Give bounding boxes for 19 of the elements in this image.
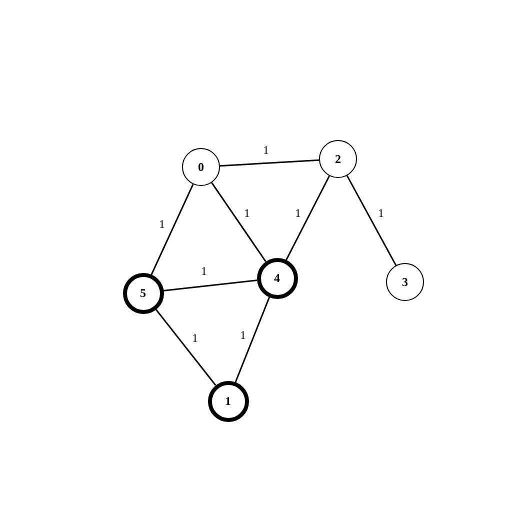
node-label: 3 xyxy=(402,276,408,288)
edge-line xyxy=(220,159,320,167)
node-label: 2 xyxy=(335,153,341,165)
edge-label: 1 xyxy=(378,207,384,219)
edge-label: 1 xyxy=(192,332,198,344)
edge-label: 1 xyxy=(295,207,301,219)
edge-label: 1 xyxy=(240,329,246,341)
edge-line xyxy=(162,279,258,292)
edge-label: 1 xyxy=(263,144,269,156)
edge-line xyxy=(346,175,397,266)
edge-label: 1 xyxy=(244,207,250,219)
node-label: 4 xyxy=(274,272,280,284)
edge-line xyxy=(150,184,194,276)
node-label: 0 xyxy=(198,161,204,173)
edge-label: 1 xyxy=(201,265,207,277)
node-label: 1 xyxy=(225,395,231,407)
node-label: 5 xyxy=(140,287,146,299)
edge-line xyxy=(234,296,270,383)
edge-label: 1 xyxy=(159,218,165,230)
